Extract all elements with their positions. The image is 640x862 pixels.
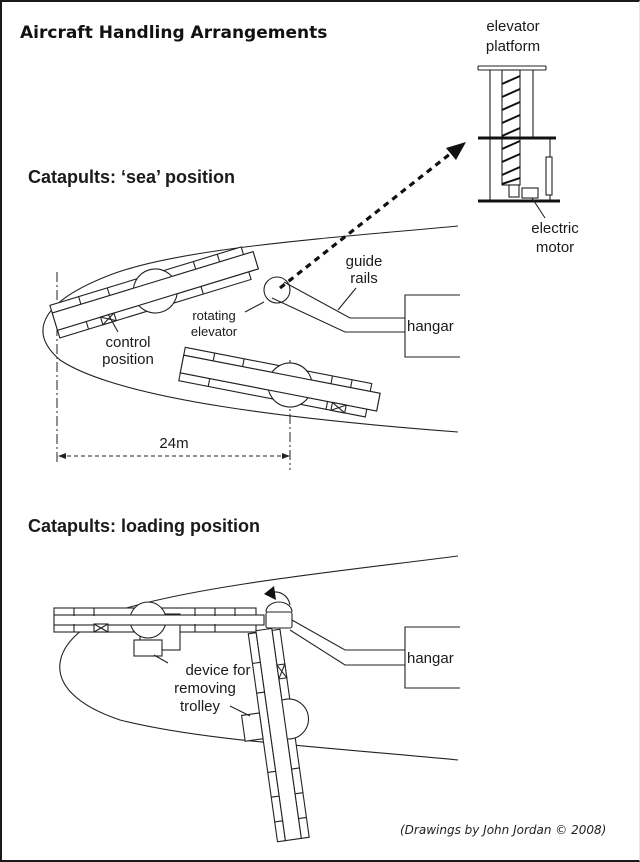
- catapult-horizontal: [53, 601, 265, 657]
- dimension-arrow-right-icon: [282, 453, 290, 459]
- guide-rails-leader: [337, 287, 357, 311]
- sea-hangar-label: hangar: [407, 318, 454, 335]
- catapult-vertical: [240, 627, 310, 843]
- sea-position-heading: Catapults: ‘sea’ position: [28, 167, 235, 187]
- motor-cylinder: [545, 156, 553, 196]
- rotating-elevator-leader: [244, 301, 265, 313]
- drawing-credit: (Drawings by John Jordan © 2008): [400, 823, 606, 837]
- screw-thread: [501, 75, 521, 185]
- device-label-line2: removing: [174, 680, 236, 697]
- loading-hangar-label: hangar: [407, 650, 454, 667]
- sea-position-diagram: hangar guide rails rotating elevator con…: [42, 142, 466, 470]
- guide-rail-lower-loading: [289, 629, 405, 666]
- arrowhead-icon: [446, 142, 466, 160]
- loading-position-heading: Catapults: loading position: [28, 516, 260, 536]
- dimension-arrow-left-icon: [58, 453, 66, 459]
- trolley-removal-device: [133, 639, 163, 657]
- control-position-label-line2: position: [102, 351, 154, 368]
- dimension-label: 24m: [159, 435, 188, 452]
- catapult-lower: [178, 346, 381, 418]
- detail-pointer-arrow: [279, 148, 456, 290]
- rotating-elevator-label-line2: elevator: [191, 324, 238, 339]
- guide-rails-label-line2: rails: [350, 270, 378, 287]
- elevator-platform: [477, 65, 547, 71]
- gear-box: [508, 184, 520, 198]
- trolley-removal-device-2: [240, 712, 264, 742]
- rotating-elevator: [263, 276, 291, 304]
- guide-rails-label-line1: guide: [346, 253, 383, 270]
- guide-rail-upper-loading: [291, 619, 405, 651]
- page-title: Aircraft Handling Arrangements: [20, 23, 327, 43]
- guide-rail-upper: [283, 281, 405, 319]
- elevator-detail: elevator platform electric motor: [477, 18, 579, 256]
- device-label-line3: trolley: [180, 698, 221, 715]
- control-position-label-line1: control: [105, 334, 150, 351]
- electric-motor-label-line1: electric: [531, 220, 579, 237]
- electric-motor: [521, 187, 539, 199]
- loading-position-diagram: hangar device for removing trolley: [53, 555, 460, 843]
- hangar-outline-loading: [404, 626, 460, 689]
- hangar-outline: [404, 294, 460, 358]
- elevator-platform-label-line2: platform: [486, 38, 540, 55]
- device-leader-2: [229, 705, 251, 717]
- electric-motor-label-line2: motor: [536, 239, 574, 256]
- rotate-arrow-icon: [264, 586, 276, 600]
- rotating-elevator-label-line1: rotating: [192, 308, 235, 323]
- hull-outline: [42, 225, 459, 433]
- motor-leader: [531, 197, 546, 219]
- guide-rail-lower: [271, 297, 405, 333]
- device-label-line1: device for: [185, 662, 250, 679]
- control-position-leader: [107, 313, 119, 333]
- device-leader-1: [153, 654, 169, 664]
- catapult-upper: [49, 246, 260, 339]
- rotating-elevator-cap: [265, 601, 293, 613]
- rotating-elevator-loading: [265, 611, 293, 629]
- elevator-platform-label-line1: elevator: [486, 18, 539, 35]
